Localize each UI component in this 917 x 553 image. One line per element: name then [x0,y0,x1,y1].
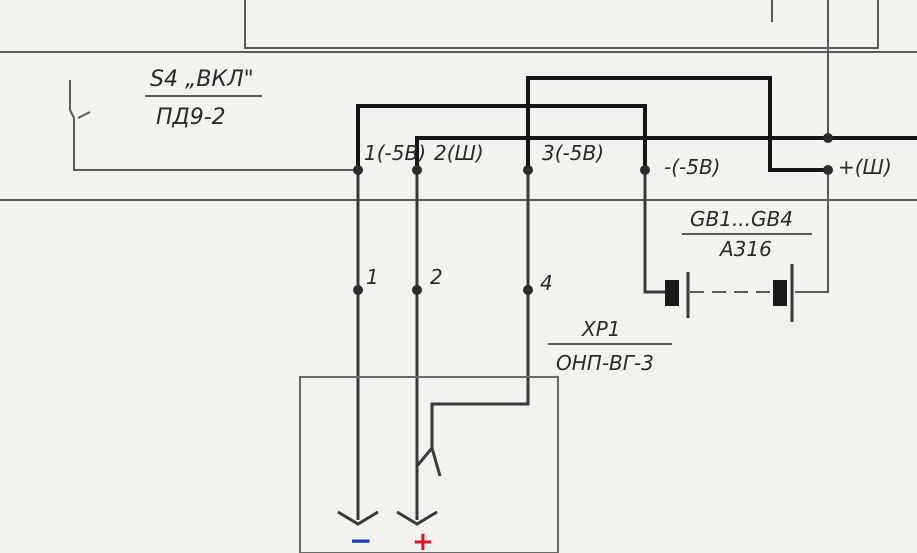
contact-1-label: 1(-5В) [364,141,426,165]
switch-contact [77,111,91,119]
node-contact-plus [823,165,833,175]
arrow-pin-2 [396,510,438,526]
plus-polarity-mark: + [412,527,434,553]
node-bus [823,133,833,143]
switch-designator: S4 „ВКЛ" [150,67,254,92]
contact-plus-label: +(Ш) [838,155,892,179]
connector-designator: XP1 [581,317,621,341]
battery-designator: GB1...GB4 [690,207,793,231]
battery-cell-left [665,280,679,306]
minus-polarity-mark: − [349,524,372,553]
switch-lead [69,109,358,171]
node-contact-1 [353,165,363,175]
drop-pin-4 [430,170,530,448]
node-contact-minus [640,165,650,175]
contact-minus-label: -(-5В) [664,155,720,179]
node-contact-3 [523,165,533,175]
switch-type: ПД9-2 [156,105,226,130]
node-pin-4 [523,285,533,295]
contact-3-label: 3(-5В) [542,141,604,165]
node-pin-2 [412,285,422,295]
wire-2-to-bus [415,136,917,170]
pin-4-contact [415,444,442,477]
connector-box [299,376,559,553]
node-contact-2 [412,165,422,175]
pin-1-label: 1 [366,265,379,289]
battery-minus-lead [643,170,665,294]
upper-frame [244,0,879,49]
pin-4-label: 4 [540,271,553,295]
battery-type: А316 [718,237,772,261]
connector-type: ОНП-ВГ-3 [556,351,654,375]
plus-lead [795,170,829,293]
node-pin-1 [353,285,363,295]
battery-cell-right [773,280,787,306]
wire-3-to-plus [526,76,828,172]
pin-2-label: 2 [430,265,443,289]
arrow-pin-1 [337,510,379,526]
contact-2-label: 2(Ш) [434,141,484,165]
